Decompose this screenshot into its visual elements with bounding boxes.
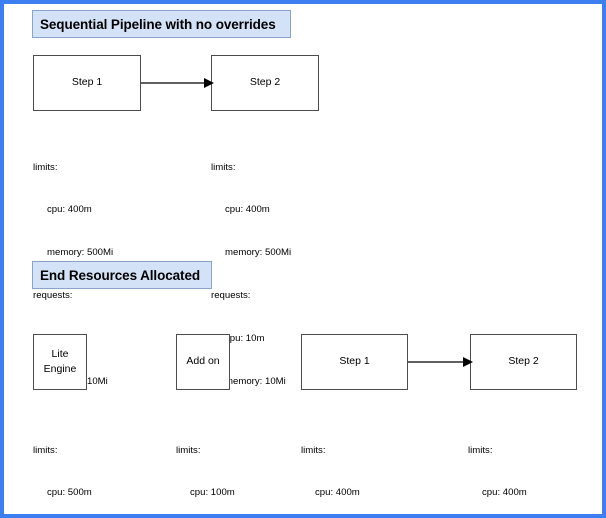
limits-label: limits:: [176, 444, 201, 456]
node-label-line-2: Engine: [43, 363, 77, 375]
limits-cpu-value: cpu: 500m: [47, 487, 92, 499]
limits-cpu-value: cpu: 100m: [190, 487, 235, 499]
node-step-2-sequential[interactable]: Step 2: [211, 55, 319, 111]
arrow-step-1-to-step-2-end-resources: [408, 357, 473, 367]
limits-label: limits:: [301, 444, 326, 456]
node-label: Step 2: [508, 355, 539, 368]
node-label: Add on: [186, 355, 220, 368]
node-step-1-sequential[interactable]: Step 1: [33, 55, 141, 111]
limits-cpu-value: cpu: 400m: [482, 487, 527, 499]
section-banner-end-resources-allocated: End Resources Allocated: [32, 261, 212, 289]
section-banner-label: End Resources Allocated: [40, 267, 200, 283]
node-add-on[interactable]: Add on: [176, 334, 230, 390]
resource-spec-step-1-end-resources: limits: cpu: 400m memory: 500Mi requests…: [301, 415, 381, 514]
node-step-2-end-resources[interactable]: Step 2: [470, 334, 577, 390]
requests-label: requests:: [211, 290, 251, 302]
resource-spec-lite-engine: limits: cpu: 500m memory: 600Mi requests…: [33, 415, 113, 514]
limits-cpu-value: cpu: 400m: [315, 487, 360, 499]
section-banner-sequential-pipeline: Sequential Pipeline with no overrides: [32, 10, 291, 38]
resource-spec-step-2-sequential: limits: cpu: 400m memory: 500Mi requests…: [211, 132, 291, 418]
node-label: Step 2: [249, 76, 281, 89]
limits-memory-value: memory: 500Mi: [225, 247, 292, 259]
limits-label: limits:: [33, 161, 58, 173]
requests-cpu-value: cpu: 10m: [225, 333, 265, 345]
node-lite-engine[interactable]: Lite Engine: [33, 334, 87, 390]
section-banner-label: Sequential Pipeline with no overrides: [40, 16, 276, 32]
node-label-line-1: Lite: [51, 347, 69, 360]
node-label: Step 1: [71, 76, 103, 89]
limits-memory-value: memory: 500Mi: [47, 247, 114, 259]
arrow-step-1-to-step-2-sequential: [141, 78, 214, 88]
diagram-inner-area: Sequential Pipeline with no overrides St…: [4, 4, 602, 514]
node-label-stack: Lite Engine: [44, 347, 77, 377]
limits-cpu-value: cpu: 400m: [225, 204, 270, 216]
limits-label: limits:: [468, 444, 493, 456]
requests-memory-value: memory: 10Mi: [225, 376, 286, 388]
resource-spec-step-2-end-resources: limits: cpu: 400m memory: 500Mi requests…: [468, 415, 548, 514]
limits-label: limits:: [211, 161, 236, 173]
node-label: Step 1: [339, 355, 370, 368]
requests-label: requests:: [33, 290, 73, 302]
limits-label: limits:: [33, 444, 58, 456]
node-step-1-end-resources[interactable]: Step 1: [301, 334, 408, 390]
resource-spec-add-on: limits: cpu: 100m memory: 100Mi requests…: [176, 415, 256, 514]
limits-cpu-value: cpu: 400m: [47, 204, 92, 216]
